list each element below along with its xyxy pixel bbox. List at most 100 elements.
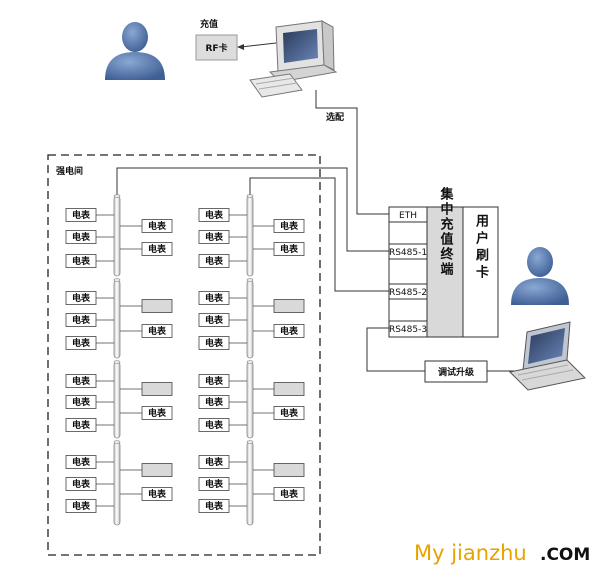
room-boundary [47, 154, 321, 556]
meter-box [198, 208, 230, 222]
meter-label: 电表 [205, 456, 224, 468]
meter-box [198, 313, 230, 327]
meter-box [65, 374, 97, 388]
meter-box [198, 477, 230, 491]
laptop-icon [508, 321, 587, 391]
meter-label: 电表 [205, 375, 224, 387]
meter-label: 电表 [72, 396, 91, 408]
meter-box [198, 230, 230, 244]
concentrator-label: 集中充值终端 [438, 186, 455, 277]
rf-arrow-line [240, 42, 277, 48]
meter-label: 电表 [72, 231, 91, 243]
riser-pipe [113, 279, 121, 359]
meter-box [141, 487, 173, 501]
meter-box [273, 324, 305, 338]
person-admin-icon [105, 22, 165, 80]
meter-label: 电表 [205, 337, 224, 349]
recharge-label: 充值 [200, 18, 218, 30]
meter-box [198, 395, 230, 409]
meter-label: 电表 [72, 500, 91, 512]
meter-label: 电表 [280, 407, 299, 419]
meter-label: 电表 [72, 337, 91, 349]
meter-box [65, 336, 97, 350]
desktop-computer-icon [249, 20, 338, 98]
meter-groups: 电表电表电表电表电表电表电表电表电表电表电表电表电表电表电表电表电表电表电表电表… [65, 194, 305, 526]
meter-label: 电表 [72, 419, 91, 431]
riser-pipe [246, 361, 254, 439]
meter-box [65, 254, 97, 268]
meter-label: 电表 [148, 243, 167, 255]
select-label: 选配 [326, 111, 344, 123]
watermark-com: .COM [540, 545, 590, 565]
meter-label: 电表 [205, 500, 224, 512]
meter-label: 电表 [280, 325, 299, 337]
meter-label: 电表 [205, 396, 224, 408]
meter-label: 电表 [205, 255, 224, 267]
meter-label: 电表 [148, 488, 167, 500]
meter-label: 电表 [280, 243, 299, 255]
meter-label: 电表 [205, 314, 224, 326]
empty-meter-slot [141, 382, 173, 396]
meter-label: 电表 [205, 209, 224, 221]
watermark-my-jianzhu: My jianzhu [414, 541, 527, 565]
riser-pipe [113, 441, 121, 526]
rs485-3-port-label: RS485-3 [389, 325, 427, 335]
meter-label: 电表 [205, 231, 224, 243]
meter-box [65, 499, 97, 513]
meter-box [273, 406, 305, 420]
meter-label: 电表 [148, 325, 167, 337]
meter-box [141, 219, 173, 233]
meter-box [141, 242, 173, 256]
meter-box [273, 219, 305, 233]
meter-label: 电表 [72, 456, 91, 468]
debug-upgrade-label: 调试升级 [438, 366, 475, 378]
riser-pipe [113, 361, 121, 439]
meter-label: 电表 [72, 478, 91, 490]
meter-label: 电表 [148, 220, 167, 232]
rs485-1-port-label: RS485-1 [389, 248, 427, 258]
meter-box [273, 487, 305, 501]
concentrator-terminal [426, 206, 464, 338]
meter-label: 电表 [72, 255, 91, 267]
rf-arrow-head [237, 44, 244, 50]
meter-box [141, 406, 173, 420]
meter-box [198, 291, 230, 305]
meter-label: 电表 [205, 292, 224, 304]
meter-label: 电表 [280, 488, 299, 500]
debug-upgrade-box [424, 360, 488, 383]
riser-pipe [246, 195, 254, 277]
empty-meter-slot [273, 382, 305, 396]
empty-meter-slot [141, 299, 173, 313]
rs485-2-port-label: RS485-2 [389, 288, 427, 298]
terminal-port-column [388, 206, 428, 338]
meter-label: 电表 [205, 478, 224, 490]
riser-pipe [113, 195, 121, 277]
meter-box [65, 455, 97, 469]
meter-label: 电表 [148, 407, 167, 419]
user-card-box [462, 206, 499, 338]
empty-meter-slot [141, 463, 173, 477]
meter-box [198, 374, 230, 388]
meter-label: 电表 [72, 209, 91, 221]
meter-box [65, 230, 97, 244]
rf-card-label: RF卡 [205, 42, 227, 54]
meter-box [273, 242, 305, 256]
meter-box [65, 477, 97, 491]
rf-card-box: RF卡 [195, 34, 238, 61]
meter-box [198, 254, 230, 268]
meter-label: 电表 [72, 292, 91, 304]
meter-label: 电表 [72, 375, 91, 387]
meter-box [65, 291, 97, 305]
riser-pipe [246, 441, 254, 526]
empty-meter-slot [273, 463, 305, 477]
meter-box [198, 336, 230, 350]
empty-meter-slot [273, 299, 305, 313]
person-user-icon [511, 247, 569, 305]
connection-lines [116, 90, 514, 372]
user-card-label: 用户刷卡 [473, 214, 490, 282]
meter-box [65, 418, 97, 432]
meter-box [198, 455, 230, 469]
meter-box [141, 324, 173, 338]
room-label: 强电间 [56, 165, 83, 177]
